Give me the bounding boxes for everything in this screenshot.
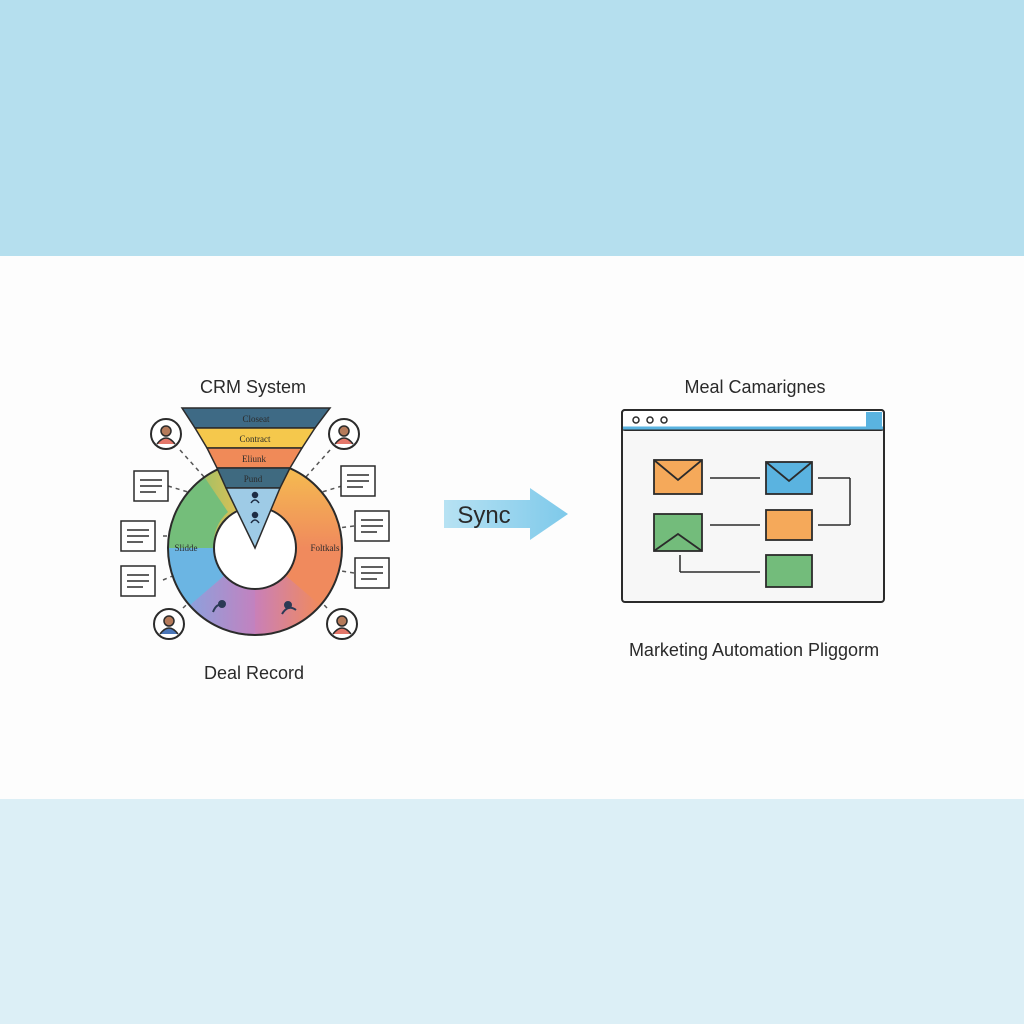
avatar xyxy=(153,608,185,640)
person-icon xyxy=(281,601,297,615)
marketing-title: Meal Camarignes xyxy=(684,377,825,397)
browser-window xyxy=(621,409,885,603)
ring-segment-purple xyxy=(190,575,320,635)
ring-left-label: Slidde xyxy=(174,543,197,553)
marketing-automation: Meal Camarignes xyxy=(621,377,885,660)
sync-arrow: Sync xyxy=(444,488,568,540)
window-accent xyxy=(866,412,882,428)
window-dot-icon xyxy=(632,416,640,424)
workflow-connectors xyxy=(679,477,851,573)
marketing-caption: Marketing Automation Pliggorm xyxy=(629,640,879,660)
arrow-icon xyxy=(444,488,568,540)
funnel-stage-label: Eliunk xyxy=(242,454,266,464)
sales-funnel xyxy=(180,407,332,550)
avatar xyxy=(328,418,360,450)
funnel-stage-label: Closeat xyxy=(243,414,270,424)
ring-right-label: Foltkals xyxy=(310,543,340,553)
sync-label: Sync xyxy=(457,502,510,529)
window-dot-icon xyxy=(660,416,668,424)
workflow-nodes xyxy=(653,459,813,588)
workflow-block xyxy=(765,509,813,541)
funnel-person-icons xyxy=(250,491,260,524)
person-icon xyxy=(251,491,259,499)
document-icon xyxy=(120,520,156,552)
crm-caption: Deal Record xyxy=(204,663,304,683)
funnel-tip xyxy=(224,487,282,550)
email-envelope-icon xyxy=(653,513,703,552)
funnel-stage-label: Pund xyxy=(244,474,263,484)
bottom-band xyxy=(0,799,1024,1024)
avatar xyxy=(326,608,358,640)
crm-title: CRM System xyxy=(200,377,306,397)
person-icon xyxy=(251,511,259,519)
crm-system: CRM System Slidde Foltkals xyxy=(120,377,390,683)
document-icon xyxy=(354,510,390,542)
person-icon xyxy=(212,600,226,613)
window-title-bar xyxy=(621,409,885,431)
email-envelope-icon xyxy=(653,459,703,495)
funnel-stage-label: Contract xyxy=(240,434,271,444)
email-envelope-icon xyxy=(765,461,813,495)
document-icon xyxy=(340,465,376,497)
workflow-block xyxy=(765,554,813,588)
document-icons xyxy=(120,465,390,597)
document-icon xyxy=(120,565,156,597)
window-dot-icon xyxy=(646,416,654,424)
ring-segment-green-left xyxy=(168,478,228,548)
ring-person-icons xyxy=(212,600,297,615)
top-band xyxy=(0,0,1024,256)
deal-ring xyxy=(167,460,343,636)
document-icon xyxy=(133,470,169,502)
document-icon xyxy=(354,557,390,589)
avatar xyxy=(150,418,182,450)
